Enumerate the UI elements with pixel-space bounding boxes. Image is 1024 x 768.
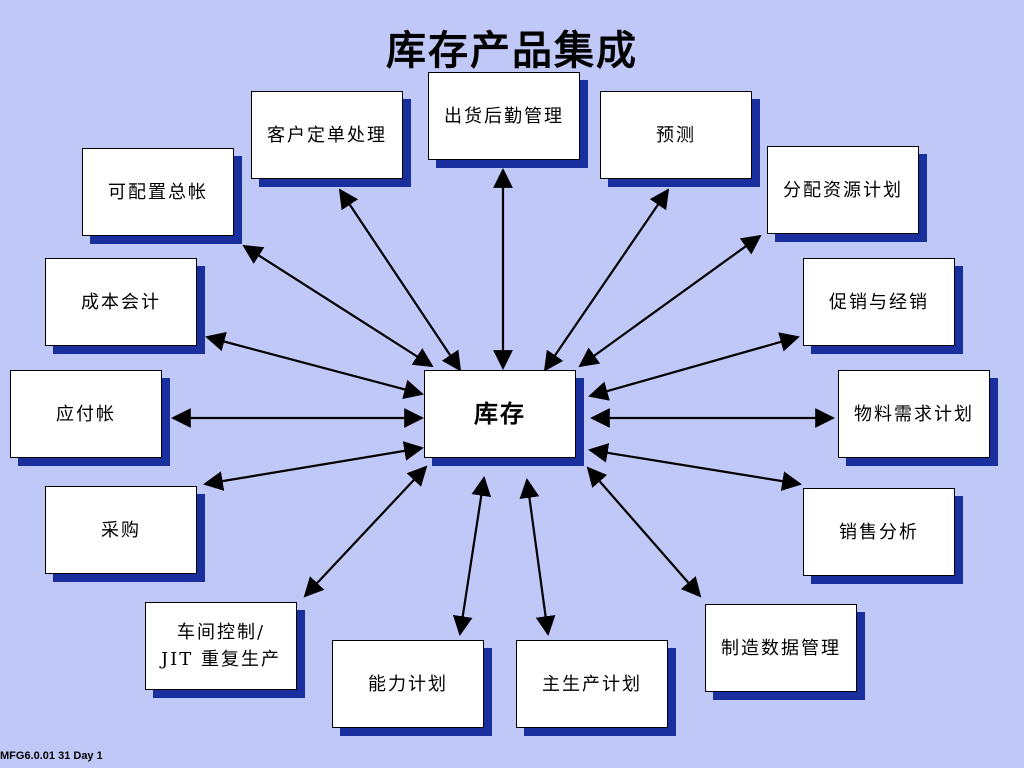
node-shop-floor: 车间控制/ JIT 重复生产 bbox=[145, 602, 297, 690]
arrow-shop-floor bbox=[303, 465, 428, 598]
arrow-cost-accounting bbox=[205, 331, 424, 400]
arrow-customer-order bbox=[338, 188, 462, 372]
node-mfg-data: 制造数据管理 bbox=[705, 604, 857, 692]
node-purchasing: 采购 bbox=[45, 486, 197, 574]
arrow-configurable-gl bbox=[242, 244, 434, 368]
node-mps: 主生产计划 bbox=[516, 640, 668, 728]
arrow-sales-analysis bbox=[588, 443, 802, 491]
arrow-capacity-planning bbox=[452, 476, 492, 636]
node-sales-analysis: 销售分析 bbox=[803, 488, 955, 576]
node-forecast: 预测 bbox=[600, 91, 752, 179]
arrow-mfg-data bbox=[586, 466, 702, 598]
node-shipping-logistics: 出货后勤管理 bbox=[428, 72, 580, 160]
arrow-purchasing bbox=[203, 441, 424, 491]
arrow-drp bbox=[578, 234, 762, 368]
arrow-promotion bbox=[588, 332, 800, 401]
node-mrp: 物料需求计划 bbox=[838, 370, 990, 458]
node-customer-order: 客户定单处理 bbox=[251, 91, 403, 179]
node-accounts-payable: 应付帐 bbox=[10, 370, 162, 458]
node-inventory: 库存 bbox=[424, 370, 576, 458]
node-configurable-gl: 可配置总帐 bbox=[82, 148, 234, 236]
node-drp: 分配资源计划 bbox=[767, 146, 919, 234]
node-promotion: 促销与经销 bbox=[803, 258, 955, 346]
footer-label: MFG6.0.01 31 Day 1 bbox=[0, 750, 103, 762]
page-title: 库存产品集成 bbox=[386, 27, 638, 74]
node-cost-accounting: 成本会计 bbox=[45, 258, 197, 346]
arrow-mps bbox=[519, 478, 556, 636]
node-capacity-planning: 能力计划 bbox=[332, 640, 484, 728]
arrow-forecast bbox=[543, 188, 670, 372]
